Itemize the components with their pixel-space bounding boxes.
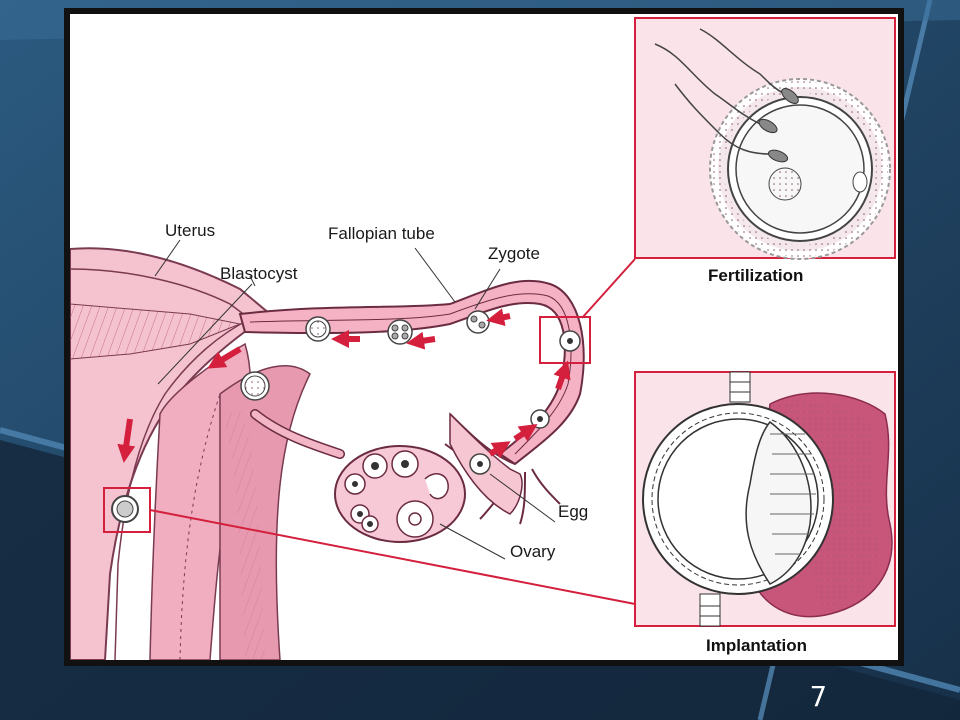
slide-page-number: 7 [810, 680, 827, 713]
cells-in-tube [111, 310, 581, 523]
label-fallopian-tube: Fallopian tube [328, 224, 435, 243]
egg-cell [469, 453, 491, 475]
ovary-shape [334, 445, 466, 543]
label-egg: Egg [558, 502, 589, 521]
caption-implantation: Implantation [706, 636, 808, 655]
path-arrows [117, 308, 571, 463]
label-blastocyst: Blastocyst [220, 264, 298, 283]
reproductive-diagram [70, 17, 896, 660]
highlight-connectors [103, 258, 636, 605]
diagram-canvas: Uterus Fallopian tube Zygote Blastocyst … [70, 14, 898, 660]
uterus-shape [70, 247, 311, 660]
implantation-inset [634, 371, 896, 627]
label-leaders [154, 239, 556, 560]
caption-fertilization: Fertilization [708, 266, 804, 285]
fertilization-inset [634, 17, 896, 260]
label-uterus: Uterus [165, 221, 216, 240]
label-zygote: Zygote [488, 244, 540, 263]
label-ovary: Ovary [510, 542, 556, 561]
